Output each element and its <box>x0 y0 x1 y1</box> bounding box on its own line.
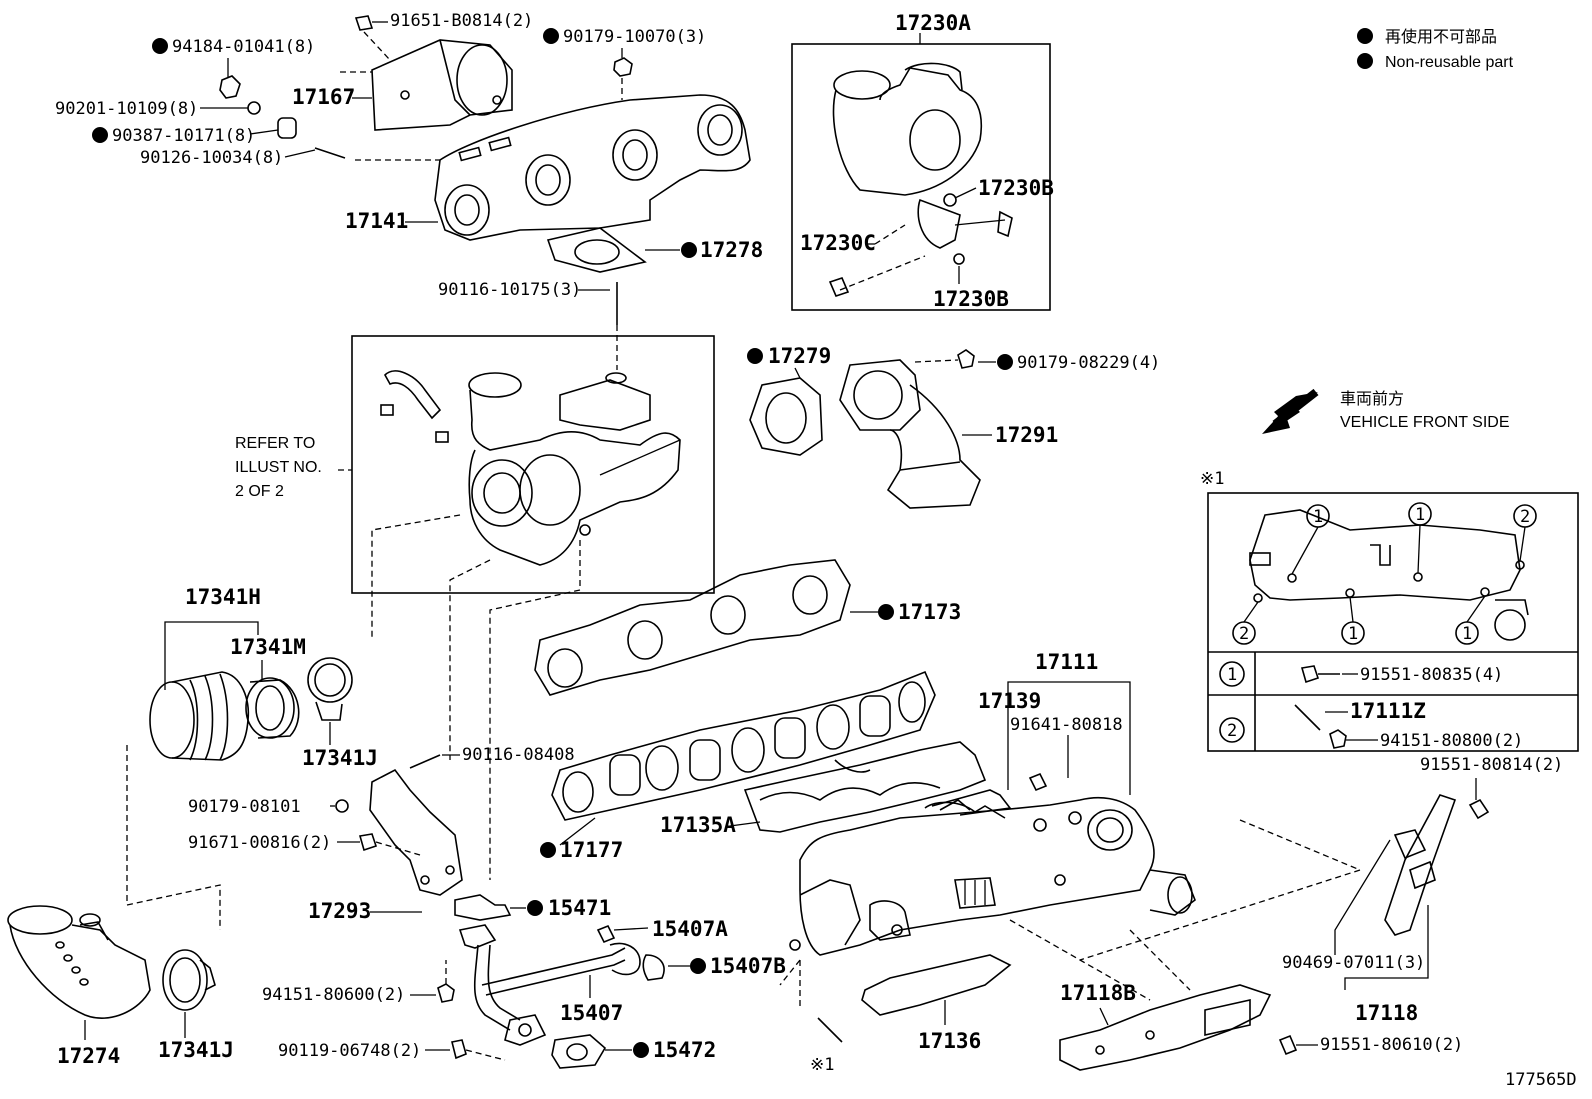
label-94184: 94184-01041(8) <box>172 37 315 57</box>
label-90116-08408: 90116-08408 <box>462 745 575 765</box>
legend-jp: 再使用不可部品 <box>1385 28 1497 46</box>
air-hose-drawing <box>149 657 353 761</box>
refer-note-line1: REFER TO <box>235 435 315 452</box>
label-17293: 17293 <box>308 899 371 923</box>
inset-row1-num: 1 <box>1227 665 1237 685</box>
protector-17136-drawing <box>861 954 1012 1016</box>
label-17279: 17279 <box>768 344 831 368</box>
label-17230B-top: 17230B <box>978 176 1054 200</box>
svg-text:1: 1 <box>1415 505 1425 525</box>
label-91641: 91641-80818 <box>1010 715 1123 735</box>
label-91651: 91651-B0814(2) <box>390 11 533 31</box>
legend: 再使用不可部品 Non-reusable part <box>1357 28 1514 71</box>
heat-insulator-17135A-drawing <box>743 741 987 833</box>
label-17341H: 17341H <box>185 585 261 609</box>
label-90126: 90126-10034(8) <box>140 148 283 168</box>
gasket-17279-drawing <box>749 377 823 456</box>
label-90179-10070: 90179-10070(3) <box>563 27 706 47</box>
label-17291: 17291 <box>995 423 1058 447</box>
label-17341J-b: 17341J <box>158 1038 234 1062</box>
label-17139: 17139 <box>978 689 1041 713</box>
label-15471: 15471 <box>548 896 611 920</box>
label-15407: 15407 <box>560 1001 623 1025</box>
label-17118: 17118 <box>1355 1001 1418 1025</box>
label-91551-80814: 91551-80814(2) <box>1420 755 1563 775</box>
label-17341J-a: 17341J <box>302 746 378 770</box>
inset-row1-callout-icon <box>1219 661 1245 687</box>
turbocharger-box <box>351 335 715 594</box>
label-17278: 17278 <box>700 238 763 262</box>
label-17136: 17136 <box>918 1029 981 1053</box>
label-15407B: 15407B <box>710 954 786 978</box>
intake-manifold-drawing <box>789 789 1196 956</box>
label-17230A: 17230A <box>895 11 971 35</box>
label-17274: 17274 <box>57 1044 120 1068</box>
intake-pipe-17274-drawing <box>7 905 216 1019</box>
label-90179-08229: 90179-08229(4) <box>1017 353 1160 373</box>
svg-text:1: 1 <box>1462 624 1472 644</box>
gasket-17177-drawing <box>551 670 936 821</box>
label-90469: 90469-07011(3) <box>1282 953 1425 973</box>
turbo-housing-drawing <box>832 62 1013 249</box>
svg-text:1: 1 <box>1348 624 1358 644</box>
bracket-17293-drawing <box>369 768 463 896</box>
label-90119: 90119-06748(2) <box>278 1041 421 1061</box>
label-17341M: 17341M <box>230 635 306 659</box>
label-90116-10175: 90116-10175(3) <box>438 280 581 300</box>
bracket-17118-drawing <box>1384 794 1457 936</box>
label-17141: 17141 <box>345 209 408 233</box>
nut-icon <box>219 75 241 99</box>
inset-row2-part-b: 94151-80800(2) <box>1380 731 1523 751</box>
inset-row2-num: 2 <box>1227 721 1237 741</box>
svg-text:2: 2 <box>1520 507 1530 527</box>
gasket-15471-drawing <box>454 894 512 921</box>
vehicle-front-en: VEHICLE FRONT SIDE <box>1340 414 1510 431</box>
exhaust-manifold-drawing <box>434 94 751 241</box>
svg-text:1: 1 <box>1313 507 1323 527</box>
illustration-id: 177565D <box>1505 1070 1577 1090</box>
svg-text:2: 2 <box>1239 624 1249 644</box>
label-17118B: 17118B <box>1060 981 1136 1005</box>
label-17135A: 17135A <box>660 813 736 837</box>
label-17230B-bottom: 17230B <box>933 287 1009 311</box>
label-17177: 17177 <box>560 838 623 862</box>
support-17118B-drawing <box>1059 984 1272 1071</box>
refer-note-line3: 2 OF 2 <box>235 483 284 500</box>
label-17111: 17111 <box>1035 650 1098 674</box>
inset-row1-part: 91551-80835(4) <box>1360 665 1503 685</box>
label-94151-80600: 94151-80600(2) <box>262 985 405 1005</box>
gasket-15472-drawing <box>551 1034 607 1069</box>
gasket-17173-drawing <box>534 559 851 696</box>
label-91551-80610: 91551-80610(2) <box>1320 1035 1463 1055</box>
inset-row2-callout-icon <box>1219 717 1245 743</box>
label-17230C: 17230C <box>800 231 876 255</box>
label-90201: 90201-10109(8) <box>55 99 198 119</box>
label-90179-08101: 90179-08101 <box>188 797 301 817</box>
gasket-17278-drawing <box>546 227 647 273</box>
turbo-subassembly-box <box>791 43 1051 311</box>
egr-pipe-drawing <box>458 924 641 1046</box>
label-90387: 90387-10171(8) <box>112 126 255 146</box>
legend-en: Non-reusable part <box>1385 54 1514 71</box>
label-91671: 91671-00816(2) <box>188 833 331 853</box>
refer-note-line2: ILLUST NO. <box>235 459 322 476</box>
turbocharger-drawing <box>380 370 681 566</box>
label-17173: 17173 <box>898 600 961 624</box>
label-15407A: 15407A <box>652 917 728 941</box>
non-reusable-dot-icon <box>1357 53 1373 69</box>
label-17167: 17167 <box>292 85 355 109</box>
inset-box <box>1207 492 1579 752</box>
heat-insulator-drawing <box>371 39 513 131</box>
label-note1: ※1 <box>810 1055 834 1075</box>
exhaust-pipe-17291-drawing <box>839 359 981 509</box>
inset-manifold-drawing <box>1249 509 1529 641</box>
vehicle-front-jp: 車両前方 <box>1340 390 1404 408</box>
label-15472: 15472 <box>653 1038 716 1062</box>
vehicle-front-indicator: 車両前方 VEHICLE FRONT SIDE <box>1262 388 1510 434</box>
inset-row2-part-a: 17111Z <box>1350 699 1426 723</box>
gasket-15407B-drawing <box>642 954 665 981</box>
inset-marker: ※1 <box>1200 469 1224 489</box>
non-reusable-dot-icon <box>1357 28 1373 44</box>
